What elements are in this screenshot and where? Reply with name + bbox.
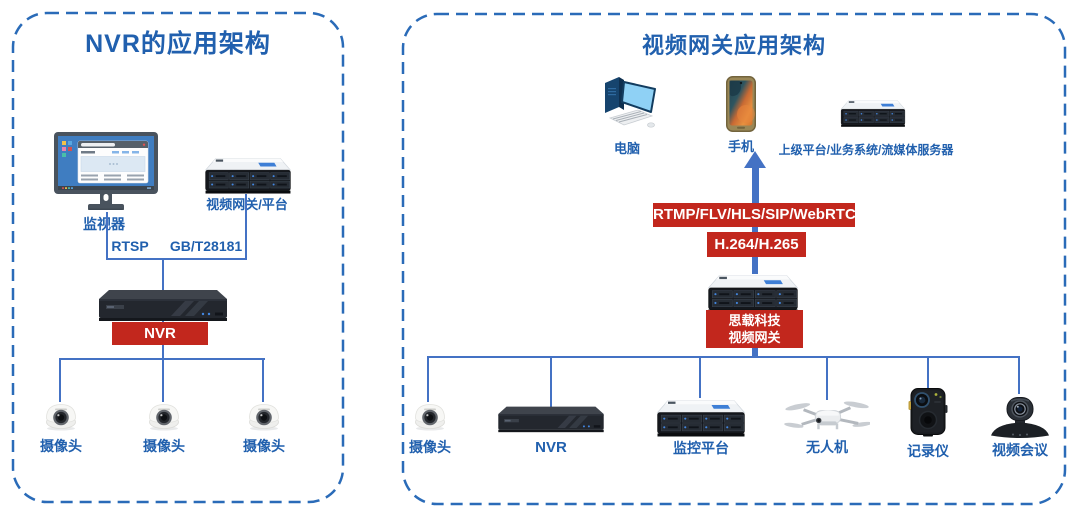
pc-icon — [598, 74, 658, 130]
connector-camera1-drop — [59, 358, 61, 402]
pc-label: 电脑 — [613, 141, 640, 156]
gateway-badge: 思载科技 视频网关 — [706, 310, 803, 348]
monitor-icon — [54, 132, 158, 212]
monitor-label: 监视器 — [83, 216, 125, 232]
camera-label: 摄像头 — [40, 438, 82, 454]
gateway-server-icon — [707, 271, 799, 314]
gateway-badge-line2: 视频网关 — [728, 330, 781, 345]
device-label: 无人机 — [806, 439, 848, 455]
nvr-device-icon — [496, 405, 606, 433]
right-panel-border — [401, 12, 1067, 506]
gateway-downlink-line — [752, 344, 758, 357]
dome-camera-icon — [246, 401, 282, 431]
dome-camera-icon — [412, 401, 448, 431]
protocol-banner: RTMP/FLV/HLS/SIP/WebRTC — [653, 203, 856, 227]
upper-platform-label: 上级平台/业务系统/流媒体服务器 — [778, 143, 954, 157]
dome-camera-icon — [146, 401, 182, 431]
confcam-icon — [989, 396, 1051, 438]
device-label: 记录仪 — [907, 443, 949, 459]
camera-label: 摄像头 — [143, 438, 185, 454]
upper-platform-server-icon — [840, 97, 906, 128]
dome-camera-icon — [43, 401, 79, 431]
gateway-badge-line1: 思载科技 — [728, 313, 781, 328]
video-gateway-platform-label: 视频网关/平台 — [206, 197, 288, 212]
codec-banner: H.264/H.265 — [707, 232, 806, 257]
drop-camera — [427, 356, 429, 402]
drop-nvr — [550, 356, 552, 408]
protocol-gbt28181-label: GB/T28181 — [169, 238, 243, 254]
drop-confcam — [1018, 356, 1020, 394]
up-arrow-icon — [744, 151, 766, 168]
connector-nvr-in — [162, 258, 164, 291]
device-label: 监控平台 — [673, 440, 729, 456]
device-label: 视频会议 — [992, 442, 1048, 458]
phone-label: 手机 — [727, 139, 754, 154]
connector-top-bus — [106, 258, 247, 260]
device-bus — [427, 356, 1020, 358]
left-panel-border — [11, 11, 345, 504]
device-label: NVR — [535, 439, 567, 456]
protocol-rtsp-label: RTSP — [111, 238, 149, 254]
device-label: 摄像头 — [409, 439, 451, 455]
platform-server-icon — [656, 396, 746, 438]
drone-icon — [784, 398, 870, 439]
left-panel-title: NVR的应用架构 — [85, 30, 271, 58]
connector-camera2-drop — [162, 358, 164, 402]
nvr-device-icon — [97, 288, 229, 322]
camera-label: 摄像头 — [243, 438, 285, 454]
connector-monitor-drop — [106, 212, 108, 259]
bodycam-icon — [908, 387, 948, 437]
connector-camera3-drop — [262, 358, 264, 402]
nvr-badge: NVR — [112, 322, 208, 345]
drop-platform — [699, 356, 701, 398]
connector-server-drop — [245, 194, 247, 259]
drop-bodycam — [927, 356, 929, 389]
right-panel-title: 视频网关应用架构 — [641, 33, 826, 58]
drop-drone — [826, 356, 828, 400]
phone-icon — [726, 76, 756, 132]
video-gateway-server-icon — [204, 154, 292, 195]
up-arrow-shaft — [752, 166, 759, 204]
